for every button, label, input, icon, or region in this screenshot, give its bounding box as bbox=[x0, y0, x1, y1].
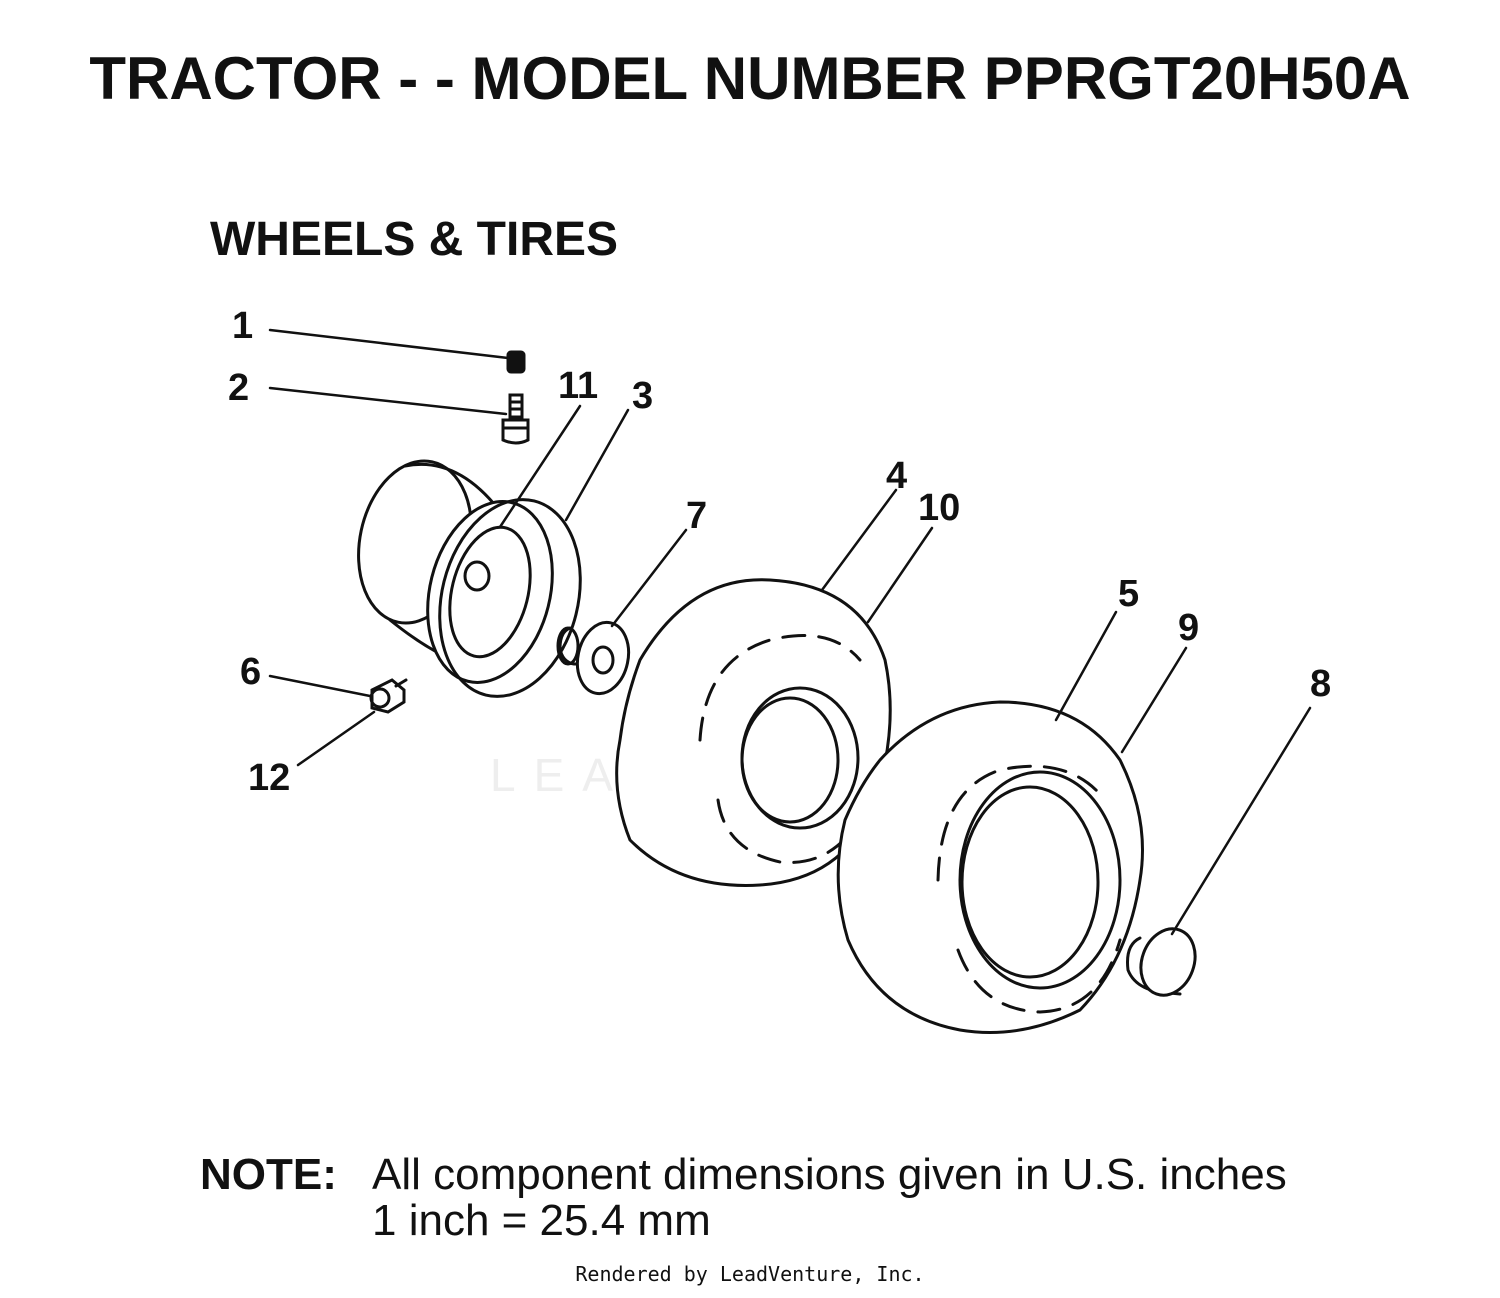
callout-6: 6 bbox=[240, 651, 261, 693]
rear-tire-part[interactable] bbox=[836, 700, 1144, 1034]
footer-credit: Rendered by LeadVenture, Inc. bbox=[575, 1262, 925, 1286]
page-title: TRACTOR - - MODEL NUMBER PPRGT20H50A bbox=[89, 45, 1411, 112]
note-line-1: All component dimensions given in U.S. i… bbox=[372, 1150, 1287, 1199]
valve-cap-part[interactable] bbox=[506, 350, 526, 374]
note-block: NOTE: All component dimensions given in U… bbox=[200, 1152, 1287, 1244]
section-title: WHEELS & TIRES bbox=[210, 213, 619, 266]
rear-bushing-part[interactable] bbox=[1126, 921, 1205, 1003]
callout-10: 10 bbox=[918, 487, 960, 529]
lug-nut-part[interactable] bbox=[369, 678, 408, 714]
callout-3: 3 bbox=[632, 375, 653, 417]
leader-lines bbox=[268, 328, 1312, 936]
callout-4: 4 bbox=[886, 455, 907, 497]
callout-5: 5 bbox=[1118, 573, 1139, 615]
note-label: NOTE: bbox=[200, 1150, 337, 1199]
bushing-part[interactable] bbox=[556, 618, 635, 699]
callout-12: 12 bbox=[248, 757, 290, 799]
valve-stem-part[interactable] bbox=[501, 393, 530, 445]
callout-7: 7 bbox=[686, 495, 707, 537]
note-line-2: 1 inch = 25.4 mm bbox=[372, 1196, 711, 1245]
callout-8: 8 bbox=[1310, 663, 1331, 705]
callout-1: 1 bbox=[232, 305, 253, 347]
callout-2: 2 bbox=[228, 367, 249, 409]
callout-11: 11 bbox=[558, 365, 598, 407]
wheel-rim-part[interactable] bbox=[344, 450, 600, 711]
callout-9: 9 bbox=[1178, 607, 1199, 649]
